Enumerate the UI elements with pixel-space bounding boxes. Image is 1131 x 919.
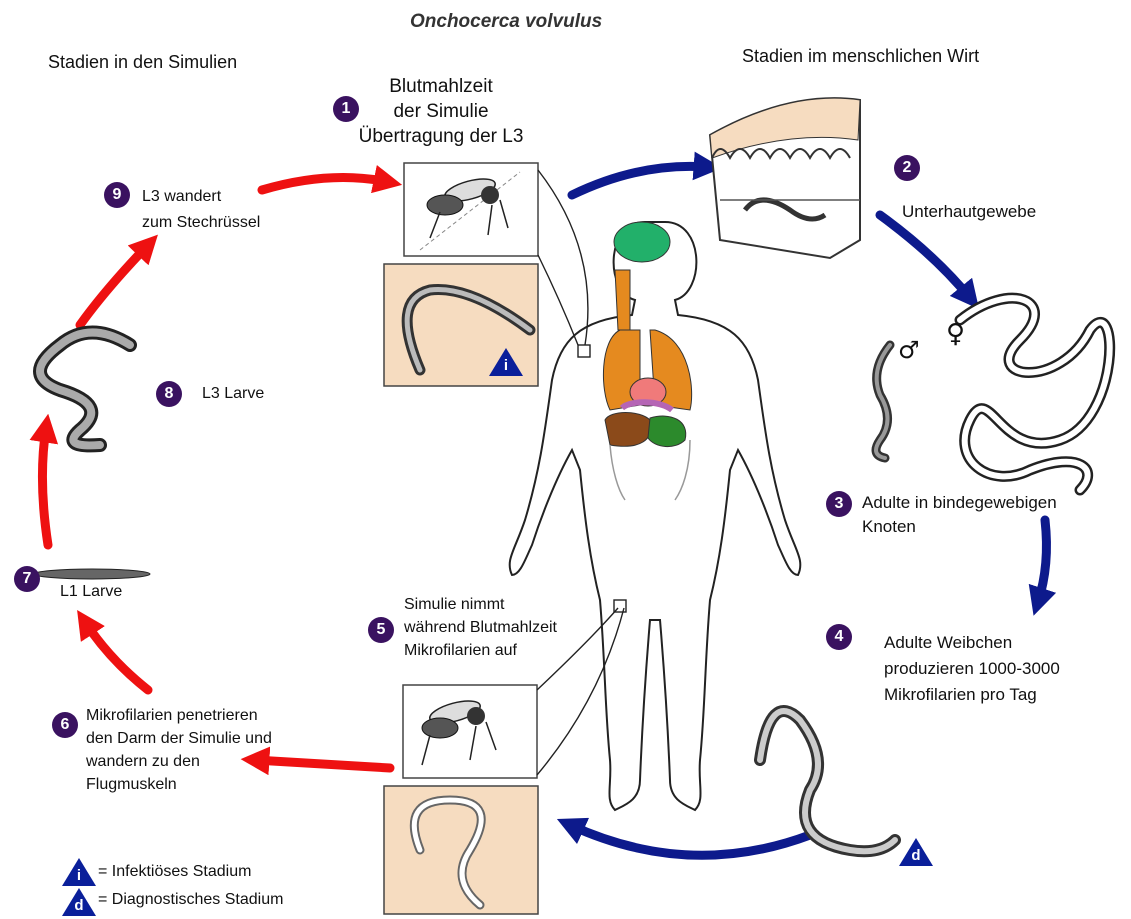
legend-infective-letter: i [73, 867, 85, 884]
stage-7-label: L1 Larve [60, 580, 122, 604]
infective-stage-marker-icon: i [489, 348, 523, 376]
stage-1-label: Blutmahlzeit der Simulie Übertragung der… [326, 74, 556, 149]
stage-3-label: Adulte in bindegewebigen Knoten [862, 491, 1057, 539]
l3-larva-left [40, 333, 130, 446]
male-symbol-icon: ♂ [898, 338, 920, 362]
arrow-1-to-2 [572, 166, 708, 195]
stage-9-badge: 9 [104, 182, 130, 208]
stage-8-badge: 8 [156, 381, 182, 407]
legend-diagnostic-text: = Diagnostisches Stadium [98, 888, 283, 912]
stage-4-line-3: Mikrofilarien pro Tag [884, 682, 1060, 708]
stage-5-label: Simulie nimmt während Blutmahlzeit Mikro… [404, 593, 557, 662]
legend-diagnostic-icon: d [62, 888, 96, 916]
host-stages-header: Stadien im menschlichen Wirt [742, 44, 979, 68]
brain [614, 222, 670, 262]
stage-4-line-1: Adulte Weibchen [884, 630, 1060, 656]
microfilaria-panel [384, 786, 538, 914]
stage-4-badge: 4 [826, 624, 852, 650]
vector-stages-header: Stadien in den Simulien [48, 50, 237, 74]
arrow-7-to-8 [42, 428, 48, 545]
stage-5-line-1: Simulie nimmt [404, 593, 557, 616]
diagnostic-stage-marker-icon: d [899, 838, 933, 866]
stage-9-line-2: zum Stechrüssel [142, 210, 260, 236]
vector-arrows [42, 178, 390, 769]
stage-3-badge: 3 [826, 491, 852, 517]
stage-9-line-1: L3 wandert [142, 184, 260, 210]
arrow-9-to-1 [262, 178, 388, 191]
stage-4-label: Adulte Weibchen produzieren 1000-3000 Mi… [884, 630, 1060, 708]
arrow-2-to-adults [880, 215, 970, 298]
arrow-5-to-6 [255, 760, 390, 768]
stage-1-line-1: Blutmahlzeit [326, 74, 556, 99]
stage-6-line-1: Mikrofilarien penetrieren [86, 704, 272, 727]
blackfly-panel-bottom [403, 685, 537, 778]
legend-infective-text: = Infektiöses Stadium [98, 860, 251, 884]
diagnostic-marker-letter: d [910, 847, 922, 864]
stage-1-line-3: Übertragung der L3 [326, 124, 556, 149]
adult-worms [876, 298, 1110, 490]
stage-6-line-3: wandern zu den [86, 750, 272, 773]
stage-3-line-1: Adulte in bindegewebigen [862, 491, 1057, 515]
legend-diagnostic-letter: d [73, 897, 85, 914]
skin-block [710, 98, 860, 258]
l1-larva [34, 569, 150, 579]
arrow-microfilaria-to-5 [570, 825, 810, 855]
stage-2-badge: 2 [894, 155, 920, 181]
stage-7-badge: 7 [14, 566, 40, 592]
stage-6-badge: 6 [52, 712, 78, 738]
arrow-6-to-7 [85, 622, 148, 690]
stage-8-label: L3 Larve [202, 382, 264, 406]
stage-3-line-2: Knoten [862, 515, 1057, 539]
microfilaria [760, 711, 895, 851]
human-body [510, 222, 801, 810]
stage-2-label: Unterhautgewebe [902, 200, 1036, 224]
organs [603, 270, 691, 500]
stage-5-badge: 5 [368, 617, 394, 643]
female-symbol-icon: ♀ [946, 322, 965, 346]
stage-5-line-2: während Blutmahlzeit [404, 616, 557, 639]
stage-4-line-2: produzieren 1000-3000 [884, 656, 1060, 682]
infective-marker-letter: i [500, 357, 512, 374]
arrow-8-to-9 [80, 245, 148, 325]
stage-6-line-4: Flugmuskeln [86, 773, 272, 796]
diagram-title: Onchocerca volvulus [410, 10, 602, 34]
legend-infective-icon: i [62, 858, 96, 886]
stage-9-label: L3 wandert zum Stechrüssel [142, 184, 260, 236]
stage-1-line-2: der Simulie [326, 99, 556, 124]
stage-5-line-3: Mikrofilarien auf [404, 639, 557, 662]
blackfly-panel-top [404, 163, 538, 256]
stage-6-line-2: den Darm der Simulie und [86, 727, 272, 750]
stage-6-label: Mikrofilarien penetrieren den Darm der S… [86, 704, 272, 796]
